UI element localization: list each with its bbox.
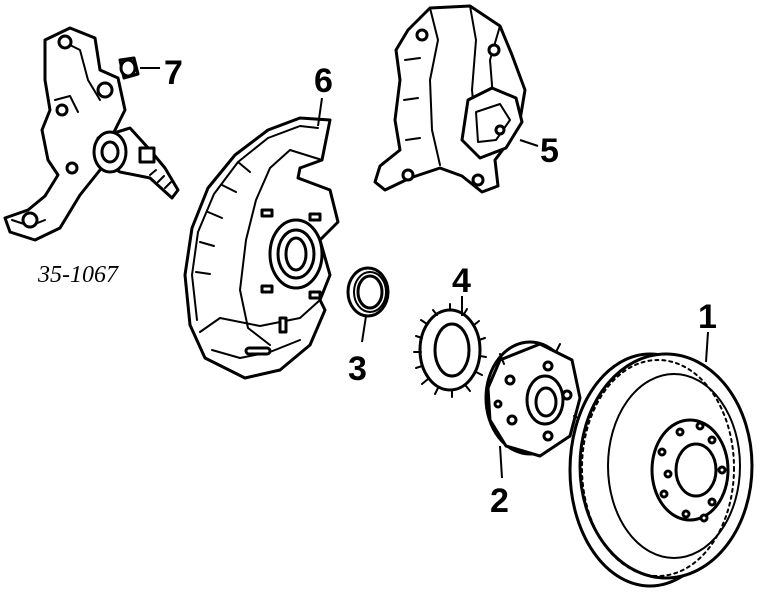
steering-knuckle (3, 26, 180, 242)
callout-7: 7 (164, 54, 183, 92)
reference-number: 35-1067 (37, 262, 119, 288)
brake-caliper (373, 4, 527, 194)
wheel-hub (484, 340, 583, 458)
dust-shield (183, 116, 340, 380)
oil-seal (346, 266, 390, 318)
callout-6: 6 (314, 62, 333, 100)
callout-5: 5 (540, 132, 559, 170)
callout-1: 1 (698, 298, 717, 336)
tone-ring (413, 303, 487, 398)
callout-3: 3 (348, 350, 367, 388)
brake-rotor (568, 352, 754, 588)
callout-4: 4 (452, 262, 471, 300)
callout-2: 2 (490, 482, 509, 520)
leader-lines (140, 67, 709, 479)
